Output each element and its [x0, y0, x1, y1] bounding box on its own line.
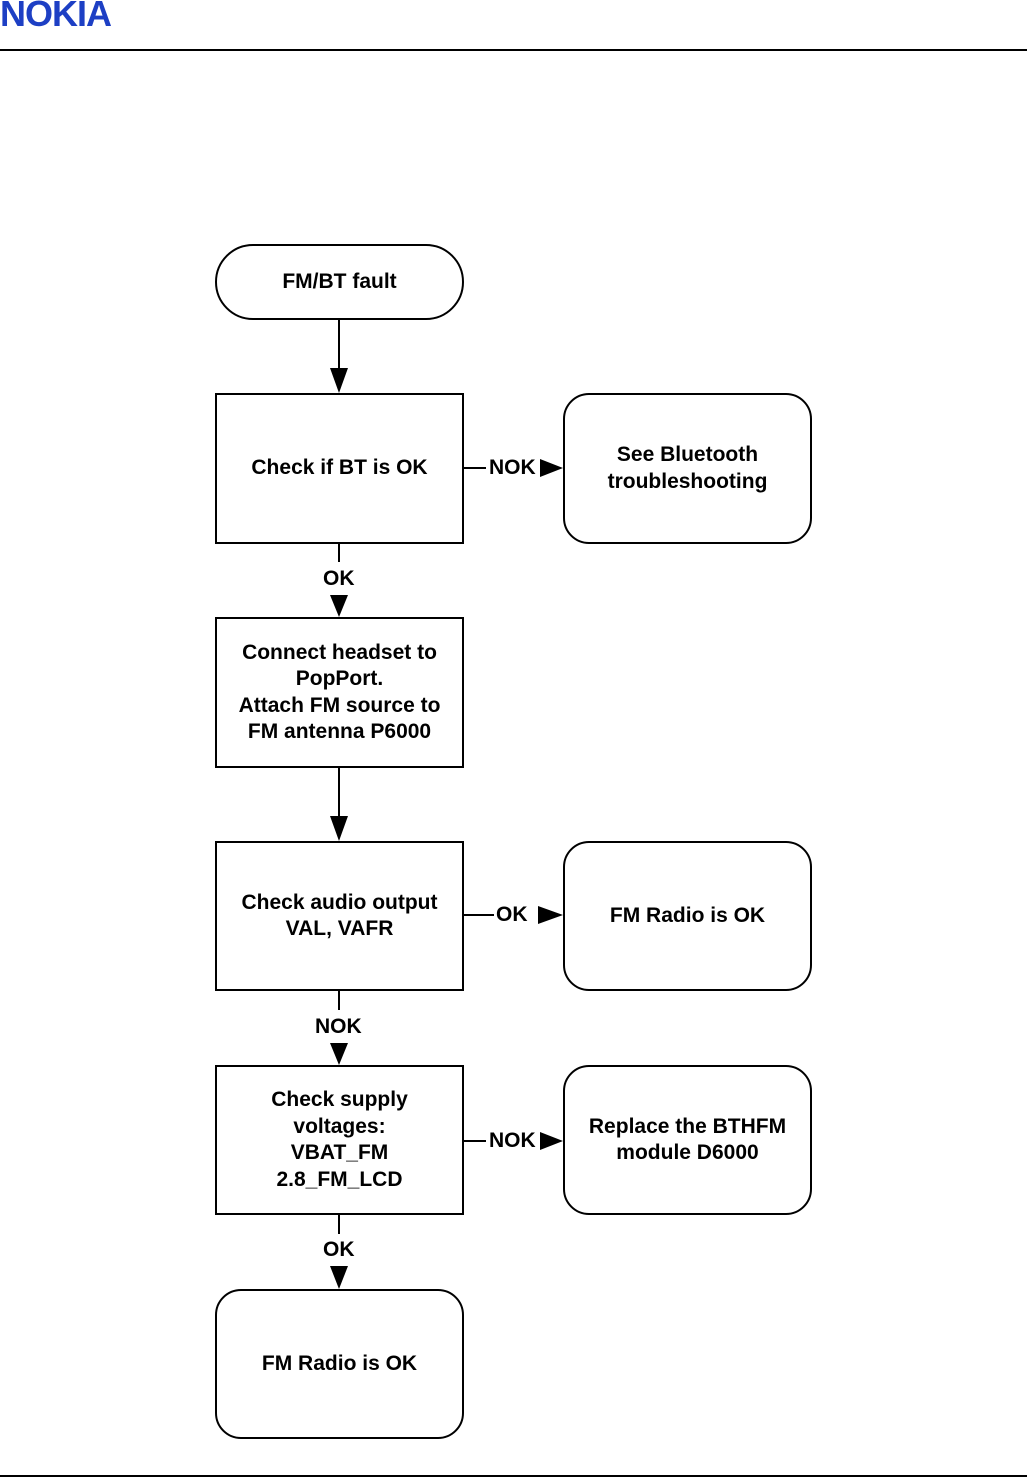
check-supply-line-4: 2.8_FM_LCD — [276, 1167, 403, 1191]
arrowhead-down — [330, 1266, 348, 1289]
edge-label-audio-nok: NOK — [314, 1015, 363, 1039]
arrowhead-down — [330, 816, 348, 841]
connect-headset-node: Connect headset to PopPort. Attach FM so… — [215, 617, 464, 768]
check-bt-node: Check if BT is OK — [215, 393, 464, 544]
arrowhead-down — [330, 368, 348, 393]
fm-radio-ok-node: FM Radio is OK — [563, 841, 812, 991]
connect-line-2: PopPort. — [295, 667, 384, 690]
connect-line-4: FM antenna P6000 — [247, 720, 432, 743]
arrowhead-down — [330, 1043, 348, 1065]
check-supply-node: Check supply voltages: VBAT_FM 2.8_FM_LC… — [215, 1065, 464, 1215]
arrowhead-right — [540, 1132, 563, 1150]
edge-label-audio-ok: OK — [495, 903, 529, 927]
check-audio-line-1: Check audio output — [241, 890, 438, 914]
edge-label-bt-ok: OK — [322, 567, 356, 591]
edge-label-bt-nok: NOK — [488, 456, 537, 480]
check-supply-line-3: VBAT_FM — [290, 1141, 389, 1164]
header-divider — [0, 49, 1027, 51]
see-bt-line-2: troubleshooting — [607, 469, 768, 493]
nokia-logo: NOKIA — [0, 0, 112, 34]
arrowhead-right — [538, 906, 563, 924]
edge-label-supply-ok: OK — [322, 1238, 356, 1262]
connect-line-3: Attach FM source to — [238, 693, 441, 717]
see-bt-line-1: See Bluetooth — [616, 443, 759, 466]
start-node: FM/BT fault — [215, 244, 464, 320]
check-audio-line-2: VAL, VAFR — [285, 917, 394, 940]
connect-line-1: Connect headset to — [242, 640, 437, 664]
arrowhead-right — [540, 459, 563, 477]
start-label: FM/BT fault — [282, 269, 397, 293]
see-bluetooth-node: See Bluetooth troubleshooting — [563, 393, 812, 544]
brand-text: NOKIA — [0, 0, 112, 34]
replace-module-node: Replace the BTHFM module D6000 — [563, 1065, 812, 1215]
replace-line-2: module D6000 — [616, 1141, 759, 1164]
arrowhead-down — [330, 595, 348, 617]
check-bt-label: Check if BT is OK — [251, 456, 428, 480]
fm-radio-ok-final-node: FM Radio is OK — [215, 1289, 464, 1439]
replace-line-1: Replace the BTHFM — [588, 1114, 787, 1138]
check-audio-node: Check audio output VAL, VAFR — [215, 841, 464, 991]
footer-divider — [0, 1475, 1027, 1477]
fm-radio-ok-final-label: FM Radio is OK — [261, 1351, 418, 1375]
check-supply-line-2: voltages: — [293, 1114, 386, 1138]
check-supply-line-1: Check supply — [271, 1088, 408, 1111]
edge-label-supply-nok: NOK — [488, 1129, 537, 1153]
fm-radio-ok-label: FM Radio is OK — [609, 903, 766, 927]
